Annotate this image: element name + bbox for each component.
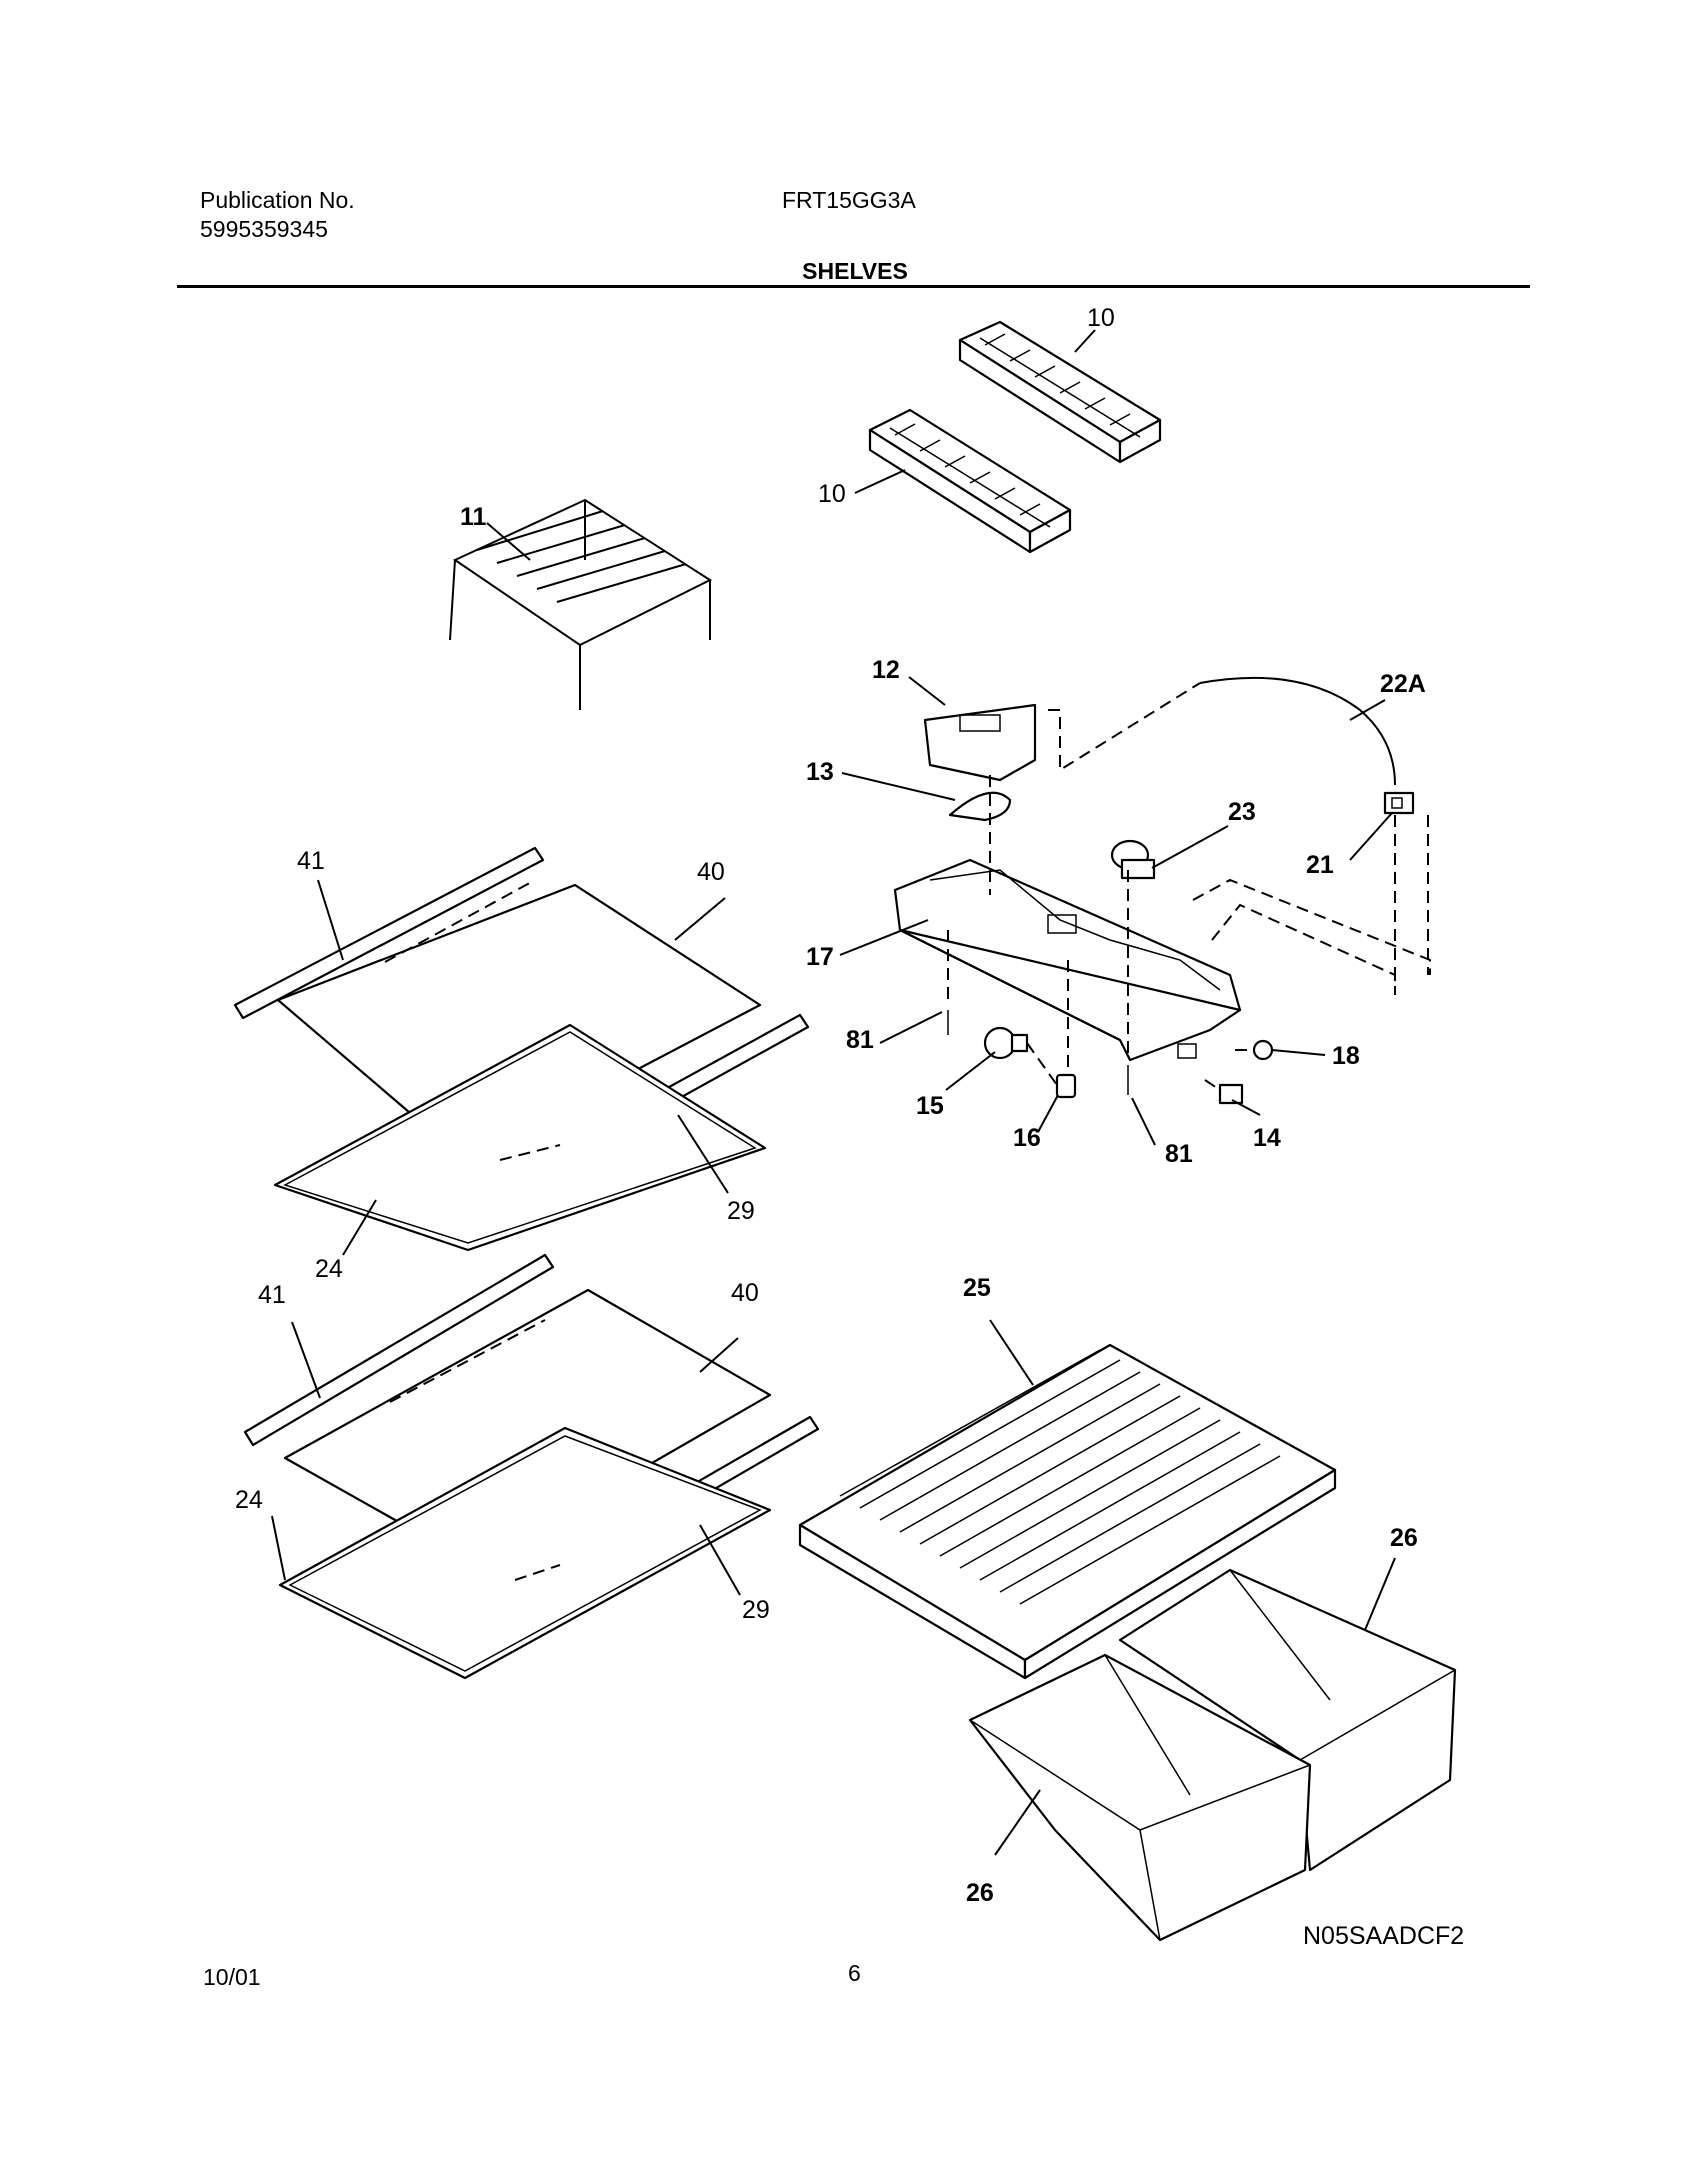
callout-17: 17 — [806, 943, 834, 971]
connector-block — [1383, 791, 1415, 815]
lower-shelf-group — [243, 1253, 820, 1680]
callout-26-front: 26 — [966, 1879, 994, 1907]
callout-81-left: 81 — [846, 1026, 874, 1054]
callout-21: 21 — [1306, 851, 1334, 879]
page-number: 6 — [848, 1960, 861, 1986]
thermostat — [1110, 839, 1156, 880]
callout-24-lower: 24 — [235, 1486, 263, 1514]
ice-tray-rear — [958, 320, 1162, 464]
callout-41-upper: 41 — [297, 847, 325, 875]
light-shield — [923, 703, 1037, 782]
control-knob — [948, 791, 1012, 822]
ice-tray-front — [868, 408, 1072, 554]
publication-number: 5995359345 — [200, 216, 328, 242]
footer-date: 10/01 — [203, 1964, 261, 1990]
callout-41-lower: 41 — [258, 1281, 286, 1309]
callout-11: 11 — [460, 503, 487, 531]
callout-81-right: 81 — [1165, 1140, 1193, 1168]
callout-40-upper: 40 — [697, 858, 725, 886]
callout-16: 16 — [1013, 1124, 1041, 1152]
callout-29-upper: 29 — [727, 1197, 755, 1225]
section-title: SHELVES — [802, 258, 908, 284]
crisper-drawer-front — [968, 1653, 1312, 1942]
light-bulb — [983, 1026, 1029, 1060]
callout-13: 13 — [806, 758, 834, 786]
header-rule — [177, 285, 1530, 288]
callout-10-front: 10 — [818, 480, 846, 508]
leader-lines — [271, 329, 1396, 1856]
publication-label: Publication No. — [200, 187, 355, 213]
callout-15: 15 — [916, 1092, 944, 1120]
model-number: FRT15GG3A — [782, 187, 916, 213]
callout-24-upper: 24 — [315, 1255, 343, 1283]
callout-22a: 22A — [1380, 670, 1426, 698]
callout-26-rear: 26 — [1390, 1524, 1418, 1552]
harness-wire — [1199, 676, 1396, 786]
assembly-dashes — [947, 682, 1431, 1091]
callout-40-lower: 40 — [731, 1279, 759, 1307]
control-housing — [893, 858, 1242, 1062]
callout-18: 18 — [1332, 1042, 1360, 1070]
light-switch — [1218, 1083, 1244, 1105]
callout-23: 23 — [1228, 798, 1256, 826]
callout-29-lower: 29 — [742, 1596, 770, 1624]
switch-button — [1252, 1039, 1274, 1061]
upper-shelf-group — [233, 846, 810, 1252]
diagram-code: N05SAADCF2 — [1303, 1922, 1465, 1950]
wire-shelf — [449, 498, 713, 710]
callout-25: 25 — [963, 1274, 991, 1302]
callout-10-rear: 10 — [1087, 304, 1115, 332]
callout-14: 14 — [1253, 1124, 1281, 1152]
crisper-cover — [798, 1343, 1337, 1680]
lamp-socket — [1055, 1073, 1077, 1099]
callout-12: 12 — [872, 656, 900, 684]
